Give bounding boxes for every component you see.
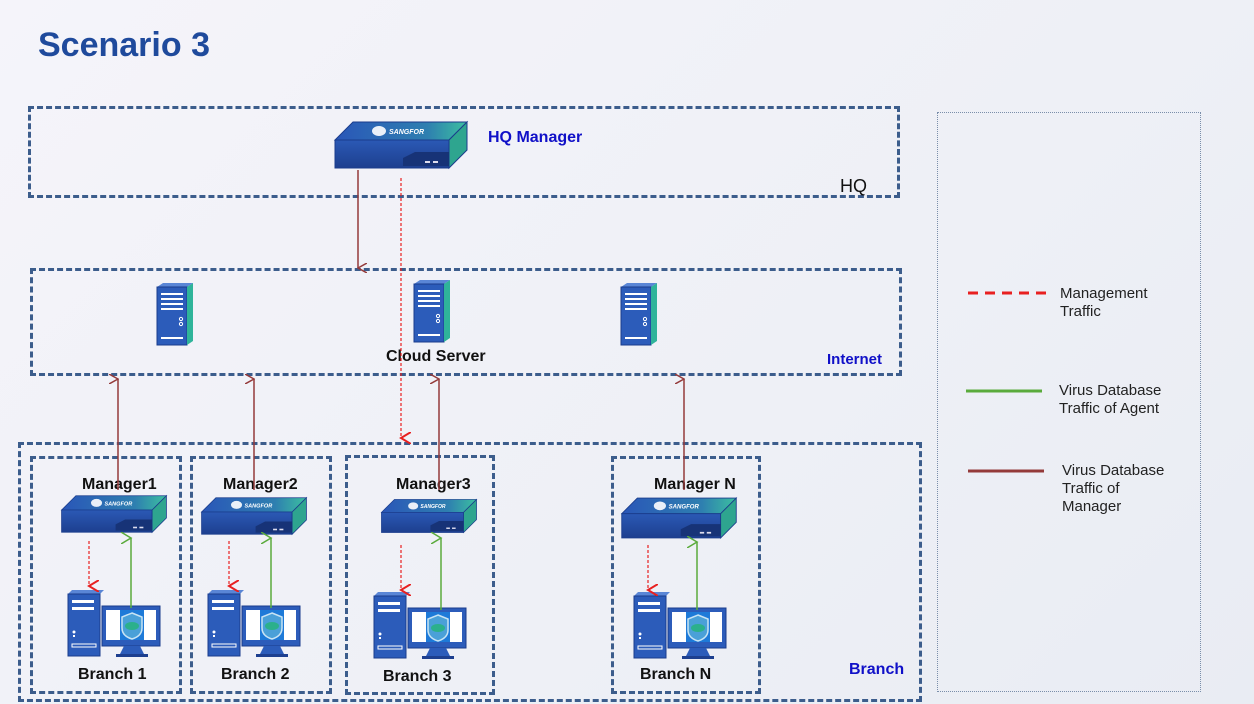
branch-1-label: Branch 1 bbox=[78, 666, 147, 683]
legend-manager-text: Virus Database Traffic of Manager bbox=[1062, 462, 1165, 515]
manager-n-label: Manager N bbox=[654, 476, 736, 493]
manager-3-device-icon[interactable] bbox=[380, 498, 478, 534]
branch-3-box bbox=[345, 455, 495, 695]
legend-manager-swatch bbox=[968, 469, 1044, 473]
branch-zone bbox=[18, 442, 922, 702]
legend-agent-swatch bbox=[966, 389, 1042, 393]
branch-2-pc-icon[interactable] bbox=[206, 588, 302, 660]
cloud-server-label: Cloud Server bbox=[386, 348, 486, 365]
branch-3-pc-icon[interactable] bbox=[372, 590, 468, 662]
legend bbox=[937, 112, 1201, 692]
cloud-server-icon-1[interactable] bbox=[155, 281, 195, 347]
hq-zone-label: HQ bbox=[840, 176, 867, 196]
manager-1-label: Manager1 bbox=[82, 476, 157, 493]
branch-2-box bbox=[190, 456, 332, 694]
hq-manager-device-icon[interactable] bbox=[333, 120, 469, 170]
branch-1-box bbox=[30, 456, 182, 694]
cloud-server-icon-3[interactable] bbox=[619, 281, 659, 347]
branch-1-pc-icon[interactable] bbox=[66, 588, 162, 660]
legend-agent-text: Virus Database Traffic of Agent bbox=[1059, 382, 1162, 417]
internet-zone bbox=[30, 268, 902, 376]
manager-1-device-icon[interactable] bbox=[60, 494, 168, 534]
manager-3-label: Manager3 bbox=[396, 476, 471, 493]
branch-n-label: Branch N bbox=[640, 666, 712, 683]
branch-3-label: Branch 3 bbox=[383, 668, 452, 685]
branch-n-pc-icon[interactable] bbox=[632, 590, 728, 662]
legend-management-swatch bbox=[968, 291, 1046, 295]
legend-management-text: Management Traffic bbox=[1060, 285, 1148, 320]
manager-n-device-icon[interactable] bbox=[620, 496, 738, 540]
page-title: Scenario 3 bbox=[38, 26, 210, 64]
cloud-server-icon-2[interactable] bbox=[412, 278, 452, 344]
manager-2-device-icon[interactable] bbox=[200, 496, 308, 536]
hq-manager-label: HQ Manager bbox=[488, 129, 583, 146]
internet-zone-label: Internet bbox=[827, 351, 883, 368]
manager-2-label: Manager2 bbox=[223, 476, 298, 493]
branch-2-label: Branch 2 bbox=[221, 666, 290, 683]
branch-n-box bbox=[611, 456, 761, 694]
branch-zone-label: Branch bbox=[849, 661, 905, 678]
hq-zone bbox=[28, 106, 900, 198]
